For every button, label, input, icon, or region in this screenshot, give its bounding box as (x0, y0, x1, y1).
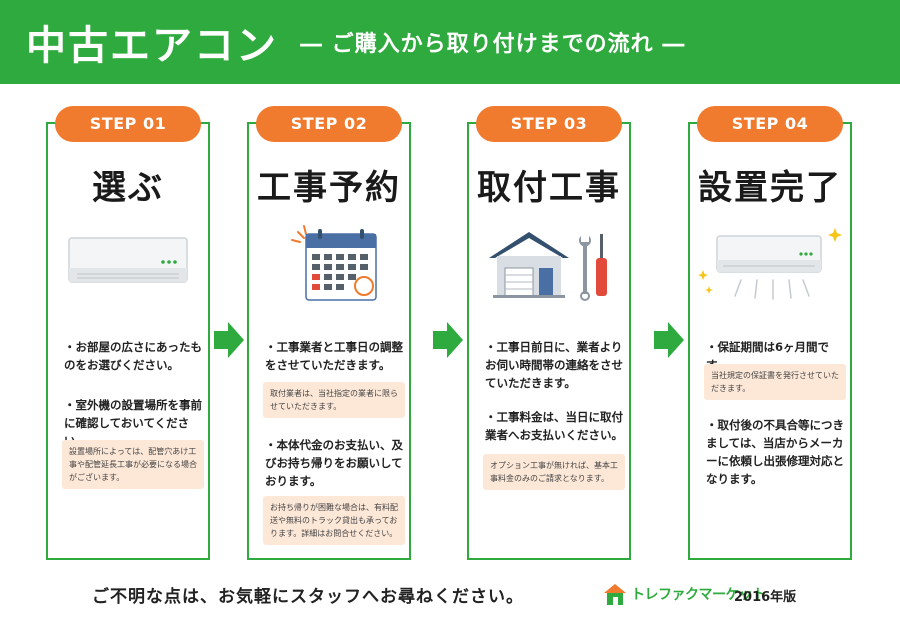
step-card-2: STEP 02 工事予約 ・工事業者と工事日の調整をさせていただきます。 取付業… (247, 106, 411, 560)
store-logo-icon (604, 584, 626, 605)
calendar-icon (249, 224, 409, 306)
step-card-3: STEP 03 取付工事 ・工事日前日に、業者よりお伺い時間帯の連絡をさせていた… (467, 106, 631, 560)
step-badge: STEP 02 (256, 106, 402, 142)
store-logo: トレファクマーケット (602, 580, 767, 608)
step-text: ・工事業者と工事日の調整をさせていただきます。 (265, 340, 403, 372)
footer-message: ご不明な点は、お気軽にスタッフへお尋ねください。 (92, 587, 524, 607)
step-note: オプション工事が無ければ、基本工事料金のみのご請求となります。 (483, 454, 625, 490)
step-note: 取付業者は、当社指定の業者に限らせていただきます。 (263, 382, 405, 418)
header-banner: 中古エアコン ― ご購入から取り付けまでの流れ ― (0, 0, 900, 84)
step-text: ・取付後の不具合等につきましては、当店からメーカーに依頼し出張修理対応となります… (706, 418, 844, 486)
step-title: 選ぶ (92, 168, 164, 208)
step-card-1: STEP 01 選ぶ ・お部屋の広さにあったものをお選びください。 ・室外機の設… (46, 106, 210, 560)
next-arrow-icon (433, 322, 463, 358)
step-badge: STEP 01 (55, 106, 201, 142)
edition-label: 2016年版 (734, 590, 797, 605)
step-text: ・工事日前日に、業者よりお伺い時間帯の連絡をさせていただきます。 (485, 340, 623, 390)
page-title: 中古エアコン (26, 23, 278, 69)
next-arrow-icon (214, 322, 244, 358)
step-card-4: STEP 04 設置完了 ・保証期間は6ヶ月間です。 当社規定の保証書を (688, 106, 852, 560)
step-text: ・本体代金のお支払い、及びお持ち帰りをお願いしております。 (265, 438, 403, 488)
step-title: 設置完了 (698, 168, 842, 208)
step-note: お持ち帰りが困難な場合は、有料配送や無料のトラック貸出も承っております。詳細はお… (263, 496, 405, 545)
air-conditioner-icon (48, 224, 208, 306)
air-conditioner-running-icon (690, 224, 850, 306)
step-text: ・お部屋の広さにあったものをお選びください。 (64, 340, 202, 372)
page-subtitle: ― ご購入から取り付けまでの流れ ― (300, 32, 686, 57)
house-tools-icon (469, 224, 629, 306)
step-badge: STEP 04 (697, 106, 843, 142)
step-title: 工事予約 (257, 168, 401, 208)
step-badge: STEP 03 (476, 106, 622, 142)
step-note: 当社規定の保証書を発行させていただきます。 (704, 364, 846, 400)
next-arrow-icon (654, 322, 684, 358)
store-logo-text: トレファクマーケット (631, 587, 767, 603)
step-text: ・工事料金は、当日に取付業者へお支払いください。 (485, 410, 623, 442)
step-title: 取付工事 (477, 168, 621, 208)
step-note: 設置場所によっては、配管穴あけ工事や配管延長工事が必要になる場合がございます。 (62, 440, 204, 489)
